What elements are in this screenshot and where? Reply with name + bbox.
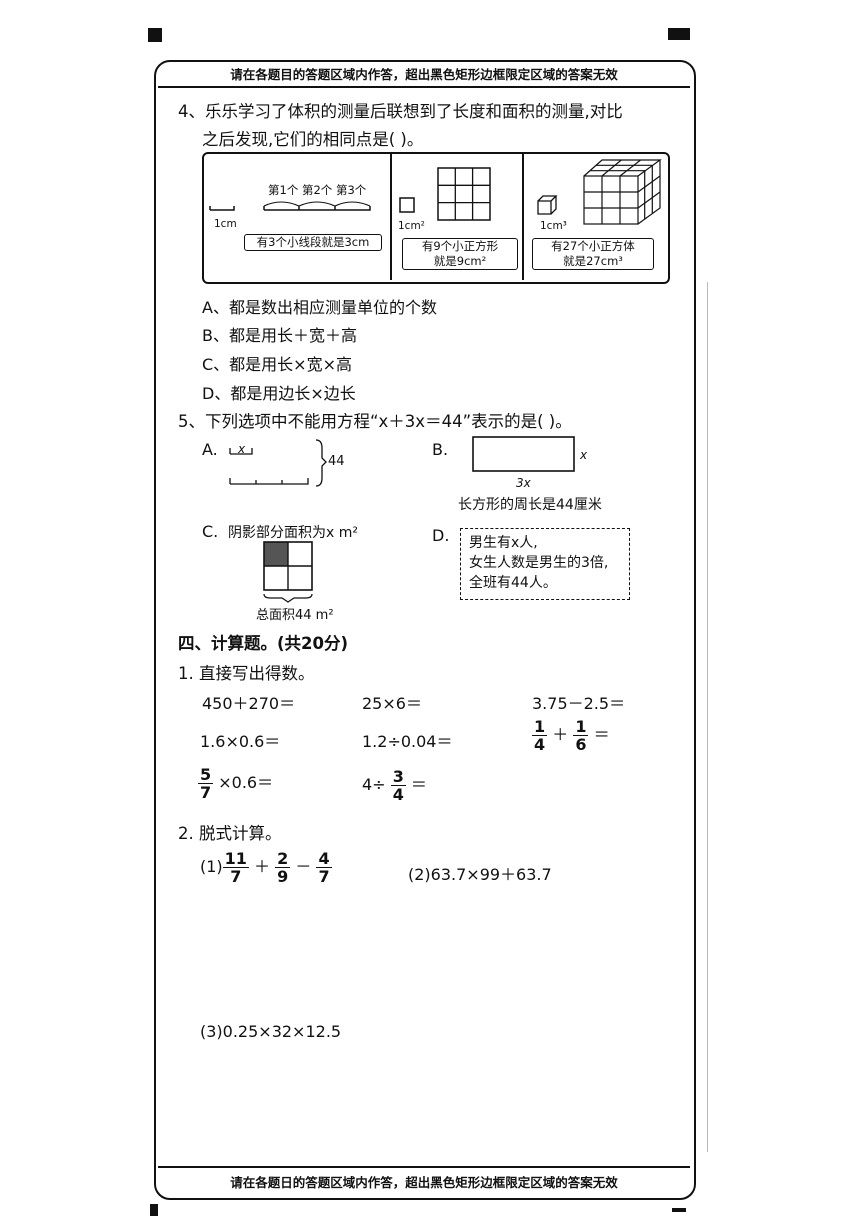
q4-stem-line2: 之后发现,它们的相同点是( )。 <box>202 130 424 149</box>
q5-option-b-side: x <box>580 448 588 462</box>
four-divide: 4÷ <box>362 775 386 794</box>
q5-option-d-line2: 女生人数是男生的3倍, <box>469 555 609 571</box>
panel3-caption-line2: 就是27cm³ <box>563 254 623 268</box>
calc-2-1: 1.6×0.6＝ <box>200 732 281 751</box>
calc-1-3: 3.75－2.5＝ <box>532 694 626 713</box>
length-segments-diagram <box>209 201 371 211</box>
section4-q2-title: 2. 脱式计算。 <box>178 824 282 843</box>
q5-option-c-caption: 总面积44 m² <box>256 608 334 623</box>
q5-option-d-line1: 男生有x人, <box>469 535 538 551</box>
volume-cube-3x3x3-diagram <box>583 159 662 225</box>
q5-option-c-text: 阴影部分面积为x m² <box>228 525 358 541</box>
q4-option-a: A、都是数出相应测量单位的个数 <box>202 298 437 317</box>
plus-sign: ＋ <box>552 725 569 744</box>
p1-label: (1) <box>200 857 223 876</box>
q5-option-a-label: A. <box>202 440 218 459</box>
calc-1-1: 450＋270＝ <box>202 694 296 713</box>
minus-sign: － <box>295 857 312 876</box>
panel-divider <box>522 152 524 280</box>
times-0-6: ×0.6＝ <box>218 773 274 792</box>
q5-option-b-rectangle <box>472 436 575 472</box>
registration-mark-bottom-right <box>672 1208 686 1212</box>
panel2-caption-line2: 就是9cm² <box>433 254 487 268</box>
q5-stem: 5、下列选项中不能用方程“x＋3x＝44”表示的是( )。 <box>178 412 572 431</box>
panel2-caption: 有9个小正方形 就是9cm² <box>402 238 518 270</box>
q5-option-b-label: B. <box>432 440 449 459</box>
warning-divider-top <box>158 86 690 88</box>
q5-option-c-label: C. <box>202 522 219 541</box>
registration-mark-top-left <box>148 28 162 42</box>
q4-option-c: C、都是用长×宽×高 <box>202 355 352 374</box>
registration-mark-bottom-left <box>150 1204 158 1216</box>
q4-option-d: D、都是用边长×边长 <box>202 384 356 403</box>
q5-option-c-square-diagram <box>263 541 313 603</box>
area-grid-3x3-diagram <box>437 167 491 221</box>
q4-stem-line1: 4、乐乐学习了体积的测量后联想到了长度和面积的测量,对比 <box>178 102 623 121</box>
unit-square-icon <box>399 197 415 213</box>
plus-sign: ＋ <box>254 857 271 876</box>
scan-edge-line <box>707 282 708 1152</box>
panel-divider <box>390 152 392 280</box>
q5-option-a-total: 44 <box>328 454 345 469</box>
q5-option-d-box: 男生有x人, 女生人数是男生的3倍, 全班有44人。 <box>460 528 630 600</box>
calc-p3: (3)0.25×32×12.5 <box>200 1022 342 1041</box>
panel2-caption-line1: 有9个小正方形 <box>421 239 499 253</box>
panel1-unit: 1cm <box>214 218 237 230</box>
unit-cube-icon <box>537 195 558 215</box>
warning-bottom: 请在各题日的答题区域内作答，超出黑色矩形边框限定区域的答案无效 <box>230 1175 618 1190</box>
q4-illustration-box <box>202 152 670 284</box>
panel1-caption: 有3个小线段就是3cm <box>244 234 382 251</box>
panel3-caption: 有27个小正方体 就是27cm³ <box>532 238 654 270</box>
q5-option-d-line3: 全班有44人。 <box>469 575 557 591</box>
q5-option-a-x: x <box>238 442 246 456</box>
section4-heading: 四、计算题。(共20分) <box>178 634 349 653</box>
equals-sign: ＝ <box>593 725 610 744</box>
calc-2-2: 1.2÷0.04＝ <box>362 732 453 751</box>
q5-option-a-segment-diagram <box>229 439 327 487</box>
calc-1-2: 25×6＝ <box>362 694 422 713</box>
panel3-caption-line1: 有27个小正方体 <box>551 239 635 253</box>
answer-area-frame <box>154 60 696 1200</box>
q5-option-d-label: D. <box>432 526 450 545</box>
section4-q1-title: 1. 直接写出得数。 <box>178 664 315 683</box>
panel3-unit: 1cm³ <box>540 220 567 232</box>
equals-sign: ＝ <box>410 775 427 794</box>
q5-option-b-bottom: 3x <box>516 476 531 490</box>
q4-option-b: B、都是用长＋宽＋高 <box>202 326 357 345</box>
q5-option-b-caption: 长方形的周长是44厘米 <box>458 497 602 513</box>
panel2-unit: 1cm² <box>398 220 425 232</box>
calc-p2: (2)63.7×99＋63.7 <box>408 865 552 884</box>
warning-divider-bottom <box>158 1166 690 1168</box>
panel1-seg-labels: 第1个 第2个 第3个 <box>268 183 367 197</box>
registration-mark-top-right <box>668 28 690 40</box>
warning-top: 请在各题目的答题区域内作答，超出黑色矩形边框限定区域的答案无效 <box>230 67 618 82</box>
